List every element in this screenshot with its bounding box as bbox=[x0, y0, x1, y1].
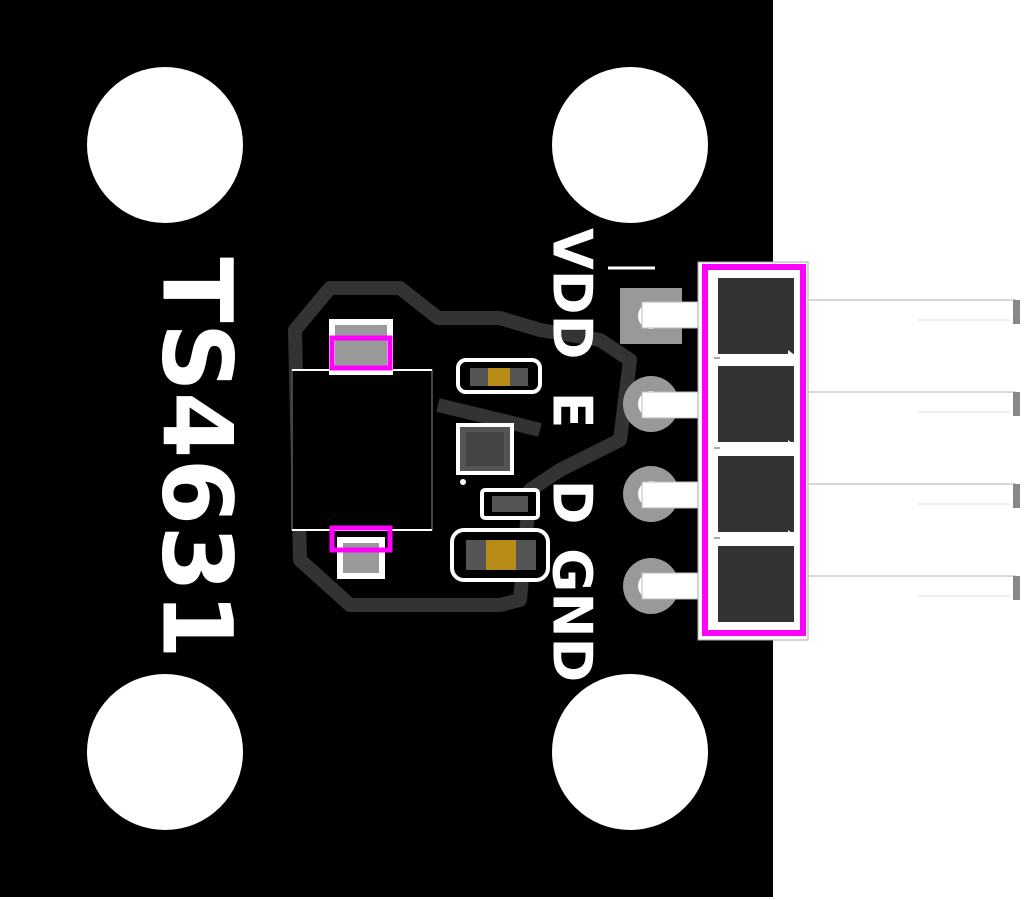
mounting-holes bbox=[87, 67, 708, 830]
copper-outline bbox=[288, 281, 637, 612]
header-notch-2 bbox=[788, 440, 796, 452]
pin-label-gnd: GND bbox=[540, 548, 603, 682]
photodiode-pad-top-courtyard bbox=[329, 335, 393, 371]
pin-label-d: D bbox=[540, 480, 603, 525]
pin-header-body-4 bbox=[718, 546, 794, 622]
mounting-hole-bottom-right bbox=[552, 674, 708, 830]
photodiode bbox=[291, 319, 433, 579]
pin-header-body-1 bbox=[718, 278, 794, 354]
header-notch-1 bbox=[788, 350, 796, 362]
capacitor-c2 bbox=[450, 528, 550, 582]
pin-header-body-3 bbox=[718, 456, 794, 532]
pin-header-body-2 bbox=[718, 366, 794, 442]
pin-header-courtyard bbox=[702, 264, 806, 636]
mounting-hole-bottom-left bbox=[87, 674, 243, 830]
header-notch-3 bbox=[788, 530, 796, 542]
header-pins-protruding bbox=[808, 299, 1020, 600]
resistor-r1 bbox=[480, 488, 540, 520]
pin-labels: VDD E D GND bbox=[540, 228, 603, 682]
part-label: TS4631 bbox=[141, 257, 253, 659]
photodiode-pad-bottom bbox=[337, 537, 385, 579]
capacitor-c1 bbox=[456, 358, 542, 394]
pin-label-vdd: VDD bbox=[540, 228, 603, 359]
photodiode-body bbox=[291, 369, 433, 531]
mounting-hole-top-left bbox=[87, 67, 243, 223]
photodiode-pad-bottom-courtyard bbox=[329, 525, 393, 553]
photodiode-pad-top bbox=[329, 319, 393, 375]
mounting-hole-top-right bbox=[552, 67, 708, 223]
sensor-ic bbox=[456, 423, 514, 485]
pin-header bbox=[697, 261, 809, 641]
pin-label-e: E bbox=[540, 392, 603, 429]
